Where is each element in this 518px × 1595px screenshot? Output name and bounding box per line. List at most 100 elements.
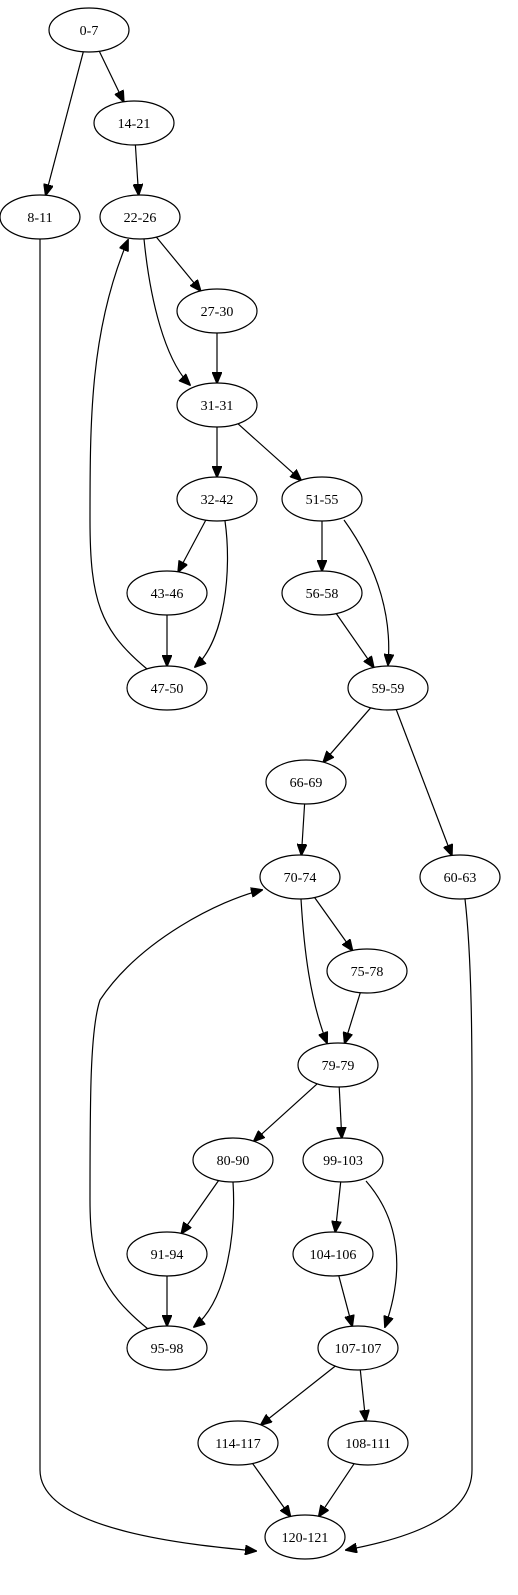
node-label: 31-31 bbox=[201, 399, 234, 414]
node-label: 107-107 bbox=[335, 1342, 382, 1357]
node-114-117: 114-117 bbox=[197, 1420, 279, 1466]
node-80-90: 80-90 bbox=[192, 1137, 274, 1183]
node-label: 51-55 bbox=[306, 493, 339, 508]
edge-0-7-to-14-21 bbox=[98, 51, 123, 101]
edge-114-117-to-120-121 bbox=[252, 1463, 291, 1517]
node-label: 8-11 bbox=[27, 211, 52, 226]
node-label: 60-63 bbox=[444, 871, 477, 886]
node-ellipse bbox=[281, 570, 363, 616]
edge-60-63-to-120-121 bbox=[346, 898, 473, 1550]
node-ellipse bbox=[176, 382, 258, 428]
node-ellipse bbox=[126, 665, 208, 711]
node-label: 32-42 bbox=[201, 493, 234, 508]
edge-22-26-to-31-31 bbox=[143, 238, 190, 385]
node-104-106: 104-106 bbox=[292, 1231, 374, 1277]
edge-108-111-to-120-121 bbox=[319, 1463, 355, 1517]
node-ellipse bbox=[126, 1231, 208, 1277]
node-75-78: 75-78 bbox=[326, 948, 408, 994]
node-ellipse bbox=[419, 854, 501, 900]
node-label: 0-7 bbox=[80, 24, 99, 39]
edge-22-26-to-27-30 bbox=[155, 236, 200, 291]
node-ellipse bbox=[327, 1420, 409, 1466]
edge-80-90-to-91-94 bbox=[181, 1180, 220, 1234]
node-label: 66-69 bbox=[290, 776, 323, 791]
node-ellipse bbox=[48, 7, 130, 53]
edge-99-103-to-104-106 bbox=[335, 1181, 340, 1232]
node-ellipse bbox=[197, 1420, 279, 1466]
edge-32-42-to-43-46 bbox=[178, 519, 207, 572]
node-label: 104-106 bbox=[310, 1248, 357, 1263]
edge-47-50-to-22-26 bbox=[89, 240, 148, 670]
node-59-59: 59-59 bbox=[347, 665, 429, 711]
edge-80-90-to-95-98 bbox=[194, 1181, 235, 1327]
node-ellipse bbox=[192, 1137, 274, 1183]
node-label: 47-50 bbox=[151, 682, 184, 697]
edge-31-31-to-51-55 bbox=[237, 423, 301, 481]
node-ellipse bbox=[347, 665, 429, 711]
node-22-26: 22-26 bbox=[99, 194, 181, 240]
node-ellipse bbox=[259, 854, 341, 900]
node-ellipse bbox=[0, 194, 81, 240]
node-99-103: 99-103 bbox=[302, 1137, 384, 1183]
node-79-79: 79-79 bbox=[297, 1042, 379, 1088]
edges-layer bbox=[39, 51, 473, 1551]
nodes-layer: 0-7 8-11 14-21 22-26 27-30 31-31 32-42 51-55 43-… bbox=[0, 7, 501, 1560]
node-66-69: 66-69 bbox=[265, 759, 347, 805]
node-label: 80-90 bbox=[217, 1154, 250, 1169]
node-ellipse bbox=[326, 948, 408, 994]
node-8-11: 8-11 bbox=[0, 194, 81, 240]
node-ellipse bbox=[176, 288, 258, 334]
node-ellipse bbox=[264, 1514, 346, 1560]
edge-104-106-to-107-107 bbox=[338, 1275, 352, 1326]
node-label: 114-117 bbox=[215, 1437, 261, 1452]
node-label: 27-30 bbox=[201, 305, 234, 320]
node-ellipse bbox=[93, 100, 175, 146]
node-60-63: 60-63 bbox=[419, 854, 501, 900]
node-ellipse bbox=[281, 476, 363, 522]
edge-79-79-to-80-90 bbox=[254, 1083, 318, 1141]
node-107-107: 107-107 bbox=[317, 1325, 399, 1371]
edge-99-103-to-107-107 bbox=[365, 1180, 398, 1327]
node-label: 79-79 bbox=[322, 1059, 355, 1074]
node-27-30: 27-30 bbox=[176, 288, 258, 334]
node-120-121: 120-121 bbox=[264, 1514, 346, 1560]
node-0-7: 0-7 bbox=[48, 7, 130, 53]
edge-51-55-to-59-59 bbox=[343, 519, 389, 665]
node-label: 75-78 bbox=[351, 965, 384, 980]
edge-95-98-to-70-74 bbox=[89, 890, 262, 1330]
edge-59-59-to-60-63 bbox=[395, 709, 452, 856]
node-ellipse bbox=[292, 1231, 374, 1277]
node-ellipse bbox=[297, 1042, 379, 1088]
edge-0-7-to-8-11 bbox=[46, 51, 84, 195]
node-47-50: 47-50 bbox=[126, 665, 208, 711]
node-label: 56-58 bbox=[306, 587, 339, 602]
edge-107-107-to-114-117 bbox=[261, 1365, 336, 1425]
edge-66-69-to-70-74 bbox=[301, 803, 304, 855]
node-label: 99-103 bbox=[323, 1154, 363, 1169]
node-43-46: 43-46 bbox=[126, 570, 208, 616]
edge-32-42-to-47-50 bbox=[195, 520, 229, 667]
node-108-111: 108-111 bbox=[327, 1420, 409, 1466]
edge-70-74-to-75-78 bbox=[314, 897, 353, 951]
edge-75-78-to-79-79 bbox=[345, 992, 361, 1044]
node-label: 120-121 bbox=[282, 1531, 329, 1546]
edge-59-59-to-66-69 bbox=[323, 707, 372, 762]
node-ellipse bbox=[126, 1325, 208, 1371]
node-label: 14-21 bbox=[118, 117, 151, 132]
edge-14-21-to-22-26 bbox=[135, 144, 138, 195]
node-32-42: 32-42 bbox=[176, 476, 258, 522]
edge-8-11-to-120-121 bbox=[39, 238, 256, 1551]
node-label: 70-74 bbox=[284, 871, 317, 886]
node-label: 43-46 bbox=[151, 587, 184, 602]
node-ellipse bbox=[176, 476, 258, 522]
node-ellipse bbox=[302, 1137, 384, 1183]
node-51-55: 51-55 bbox=[281, 476, 363, 522]
node-label: 91-94 bbox=[151, 1248, 184, 1263]
node-label: 95-98 bbox=[151, 1342, 184, 1357]
node-70-74: 70-74 bbox=[259, 854, 341, 900]
node-ellipse bbox=[99, 194, 181, 240]
node-label: 108-111 bbox=[345, 1437, 391, 1452]
node-ellipse bbox=[126, 570, 208, 616]
node-ellipse bbox=[265, 759, 347, 805]
